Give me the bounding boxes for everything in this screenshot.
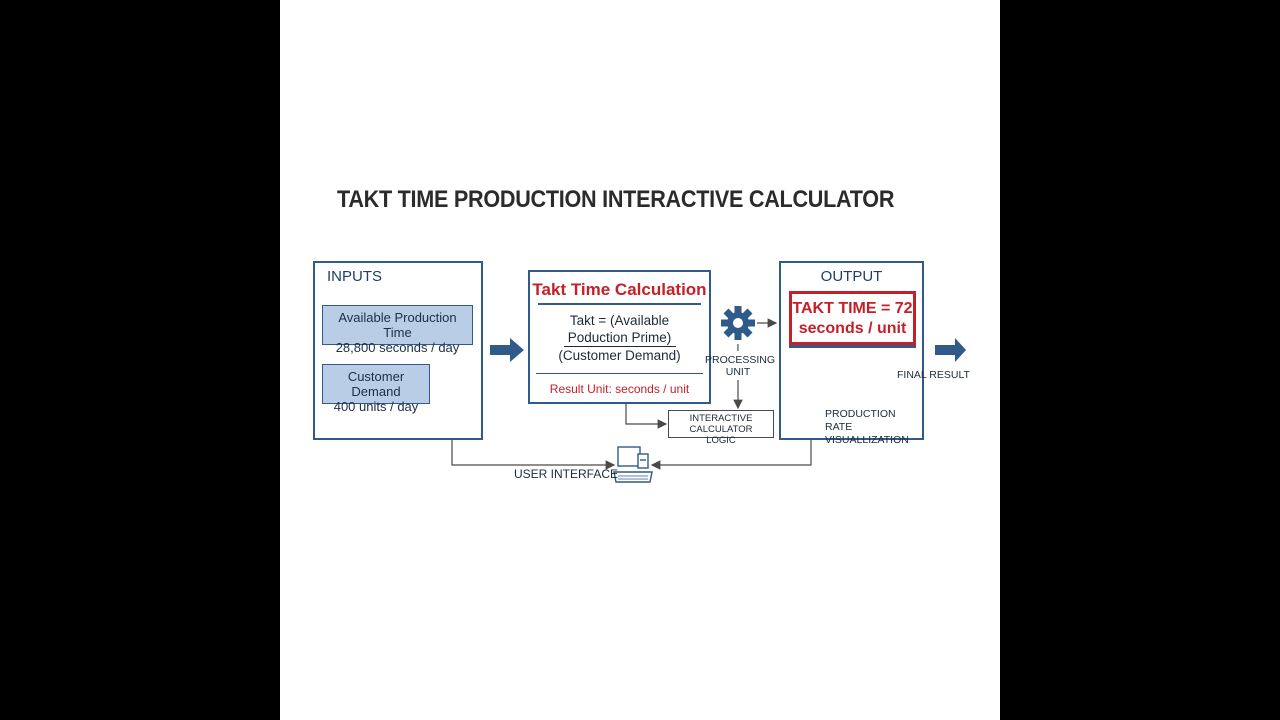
diagram-canvas: TAKT TIME PRODUCTION INTERACTIVE CALCULA… — [280, 0, 1000, 720]
available-time-label: Available Production Time — [338, 310, 457, 340]
calculation-header: Takt Time Calculation — [532, 280, 707, 299]
calculator-logic-box: INTERACTIVE CALCULATOR LOGIC — [668, 410, 774, 446]
user-interface-label: USER INTERFACE — [514, 467, 619, 481]
page-title: TAKT TIME PRODUCTION INTERACTIVE CALCULA… — [337, 186, 895, 213]
result-line-2: seconds / unit — [798, 320, 907, 337]
viz-line-2: VISUALLIZATION — [825, 434, 909, 446]
customer-demand-field[interactable]: Customer Demand 400 units / day — [322, 364, 430, 414]
arrow-right-icon — [490, 338, 524, 362]
customer-demand-value: 400 units / day — [333, 399, 419, 414]
inputs-panel: INPUTS Available Production Time 28,800 … — [313, 261, 483, 440]
formula-line-3: (Customer Demand) — [558, 348, 681, 363]
result-divider — [536, 373, 703, 374]
final-result-label: FINAL RESULT — [897, 369, 970, 381]
processing-line-1: PROCESSING — [705, 354, 776, 366]
calculation-panel: Takt Time Calculation Takt = (Available … — [528, 270, 711, 404]
processing-marker: I — [736, 342, 740, 354]
formula: Takt = (Available Poduction Prime) (Cust… — [530, 312, 709, 364]
output-header: OUTPUT — [820, 268, 883, 285]
processing-line-2: UNIT — [725, 366, 751, 378]
available-time-field[interactable]: Available Production Time 28,800 seconds… — [322, 305, 473, 355]
output-panel: OUTPUT TAKT TIME = 72 seconds / unit PRO… — [779, 261, 924, 446]
processing-unit-label: I PROCESSING UNIT — [705, 342, 776, 378]
logic-line-2: LOGIC — [706, 435, 736, 446]
formula-line-1: Takt = (Available — [569, 313, 670, 328]
visualization-label: PRODUCTION RATE VISUALLIZATION — [825, 408, 922, 447]
formula-line-2: Poduction Prime) — [567, 330, 672, 345]
inputs-header: INPUTS — [327, 268, 383, 285]
gear-icon — [721, 306, 755, 340]
arrow-right-icon — [935, 338, 966, 362]
takt-result-display: TAKT TIME = 72 seconds / unit — [789, 291, 916, 345]
header-divider — [538, 303, 701, 305]
viz-line-1: PRODUCTION RATE — [825, 408, 896, 433]
customer-demand-label: Customer Demand — [347, 369, 405, 399]
fraction-bar — [563, 346, 676, 347]
result-unit: Result Unit: seconds / unit — [549, 382, 690, 396]
result-line-1: TAKT TIME = 72 — [792, 300, 913, 317]
available-time-value: 28,800 seconds / day — [335, 340, 460, 355]
computer-icon — [613, 446, 653, 483]
logic-line-1: INTERACTIVE CALCULATOR — [689, 413, 753, 435]
